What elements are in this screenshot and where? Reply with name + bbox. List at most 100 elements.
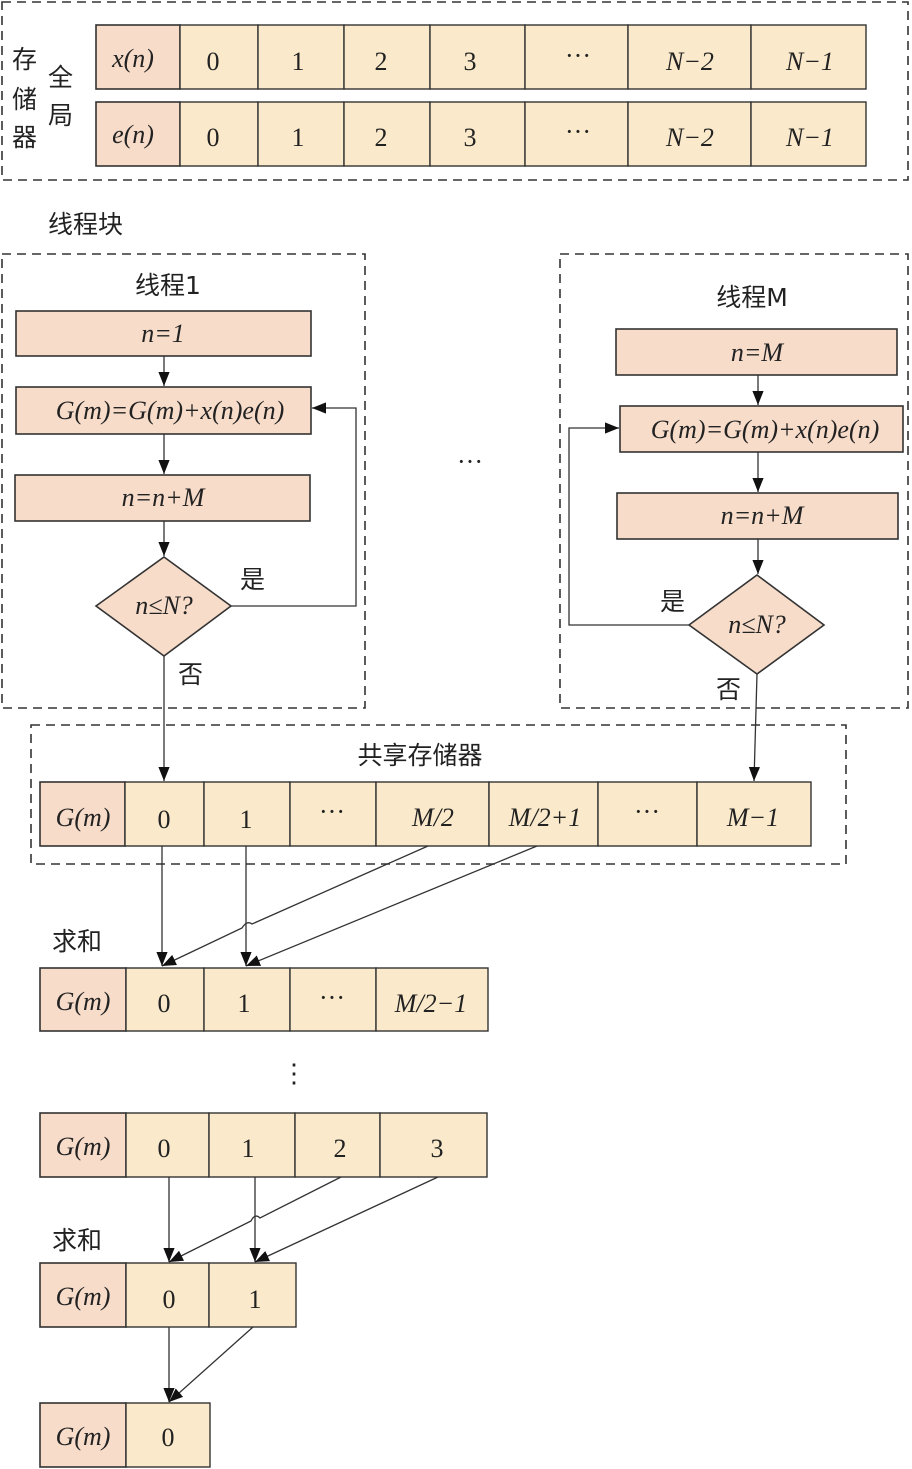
thread-m-to-shared-arrow — [748, 673, 760, 782]
thread-m-increment-box — [616, 492, 899, 540]
array-cell-label: N−2 — [665, 47, 714, 76]
array-cell — [257, 101, 345, 167]
array-cell-label: M/2 — [411, 803, 454, 832]
array-cell — [289, 781, 377, 847]
array-cell-label: N−1 — [785, 47, 834, 76]
thread-1-yes-label: 是 — [240, 565, 265, 594]
array-cell-label: ··· — [565, 41, 591, 70]
array-header-label: G(m) — [56, 803, 111, 832]
array-cell — [179, 24, 259, 90]
array-cell-label: 2 — [375, 123, 388, 152]
array-cell — [343, 24, 431, 90]
array-header-cell — [39, 1402, 127, 1468]
array-cell — [124, 781, 205, 847]
thread-1-border — [1, 253, 366, 709]
arrow — [254, 1176, 439, 1263]
global-memory-label-char: 存 — [12, 45, 37, 74]
array-cell-label: 3 — [464, 47, 477, 76]
array-cell-label: ··· — [634, 797, 660, 826]
thread-1-no-label: 否 — [178, 660, 203, 689]
array-cell-label: 1 — [240, 805, 253, 834]
array-cell — [208, 1112, 296, 1178]
global-memory-label-char: 局 — [48, 101, 73, 130]
arrow — [161, 845, 429, 967]
thread-m-init-box — [615, 328, 898, 376]
array-cell — [375, 781, 490, 847]
array-cell-label: 0 — [158, 805, 171, 834]
thread-1: 线程1 n=1 G(m)=G(m)+x(n)e(n) n=n+M n≤N? 是 … — [1, 253, 366, 709]
array-cell-label: 3 — [464, 123, 477, 152]
array-cell-label: 0 — [207, 47, 220, 76]
thread-1-init-label: n=1 — [141, 319, 185, 348]
array-cell — [375, 967, 489, 1032]
array-cell — [524, 101, 629, 167]
array-cell — [750, 101, 867, 167]
array-cell — [125, 1112, 210, 1178]
array-cell — [208, 1262, 297, 1328]
array-cell — [429, 24, 526, 90]
array-header-cell — [39, 1262, 127, 1328]
thread-block-label: 线程块 — [48, 210, 123, 239]
arrow — [245, 845, 538, 967]
shared-memory-section: 共享存储器 G(m) 0 1 ··· M/2 M/2+1 ··· M−1 — [30, 724, 847, 865]
array-header-label: G(m) — [56, 987, 111, 1016]
array-row-e: e(n) 0 1 2 3 ··· N−2 N−1 — [95, 101, 867, 167]
array-cell — [524, 24, 629, 90]
array-cell-label: ··· — [565, 117, 591, 146]
array-cell-label: 0 — [163, 1285, 176, 1314]
array-cell — [429, 101, 526, 167]
array-cell-label: 0 — [207, 123, 220, 152]
array-cell-label: M/2−1 — [394, 989, 467, 1018]
shared-memory-border — [30, 724, 847, 865]
array-header-label: G(m) — [56, 1132, 111, 1161]
arrow — [168, 1326, 254, 1403]
array-cell-label: 1 — [238, 989, 251, 1018]
array-header-cell — [39, 967, 127, 1032]
reduction-step-final: G(m) 0 — [39, 1402, 211, 1468]
global-memory-section: 存 储 器 全 局 x(n) 0 1 2 3 ··· N−2 N−1 e(n) — [1, 1, 909, 181]
array-cell — [294, 1112, 381, 1178]
thread-m-loop-arrow — [568, 422, 689, 626]
reduction-3-arrows — [163, 1326, 254, 1403]
global-memory-border — [1, 1, 909, 181]
thread-m-title: 线程M — [716, 283, 788, 312]
array-cell — [179, 101, 259, 167]
array-cell — [379, 1112, 488, 1178]
array-cell — [203, 967, 291, 1032]
array-cell-label: N−2 — [665, 123, 714, 152]
thread-1-accumulate-label: G(m)=G(m)+x(n)e(n) — [56, 396, 285, 425]
reduction-step-2: G(m) 0 1 2 3 — [39, 1112, 488, 1178]
array-cell-label: N−1 — [785, 123, 834, 152]
array-cell-label: ··· — [319, 983, 345, 1012]
reduction-2-arrows — [163, 1176, 439, 1263]
sum-label: 求和 — [52, 1226, 102, 1255]
thread-1-increment-box — [14, 474, 311, 522]
array-cell — [597, 781, 698, 847]
array-header-label: x(n) — [111, 44, 154, 73]
array-cell-label: 1 — [242, 1134, 255, 1163]
array-cell-label: M−1 — [726, 803, 779, 832]
array-cell-label: 3 — [431, 1134, 444, 1163]
array-cell-label: 1 — [292, 123, 305, 152]
array-cell-label: 2 — [375, 47, 388, 76]
global-memory-label-char: 全 — [48, 63, 73, 92]
array-header-cell — [95, 24, 181, 90]
thread-m-accumulate-label: G(m)=G(m)+x(n)e(n) — [651, 415, 880, 444]
shared-memory-title: 共享存储器 — [357, 741, 482, 770]
array-cell — [696, 781, 812, 847]
array-cell — [203, 781, 291, 847]
array-header-cell — [95, 101, 181, 167]
array-header-label: e(n) — [112, 120, 154, 149]
thread-m-init-label: n=M — [731, 338, 785, 367]
array-cell — [627, 101, 752, 167]
array-cell-label: 0 — [158, 989, 171, 1018]
thread-1-title: 线程1 — [135, 271, 201, 300]
array-cell — [125, 967, 205, 1032]
global-memory-label-char: 器 — [12, 123, 37, 152]
array-cell — [289, 967, 377, 1032]
sum-label: 求和 — [52, 927, 102, 956]
thread-m-border — [559, 253, 909, 709]
thread-m-yes-label: 是 — [660, 587, 685, 616]
thread-m-no-label: 否 — [716, 675, 741, 704]
